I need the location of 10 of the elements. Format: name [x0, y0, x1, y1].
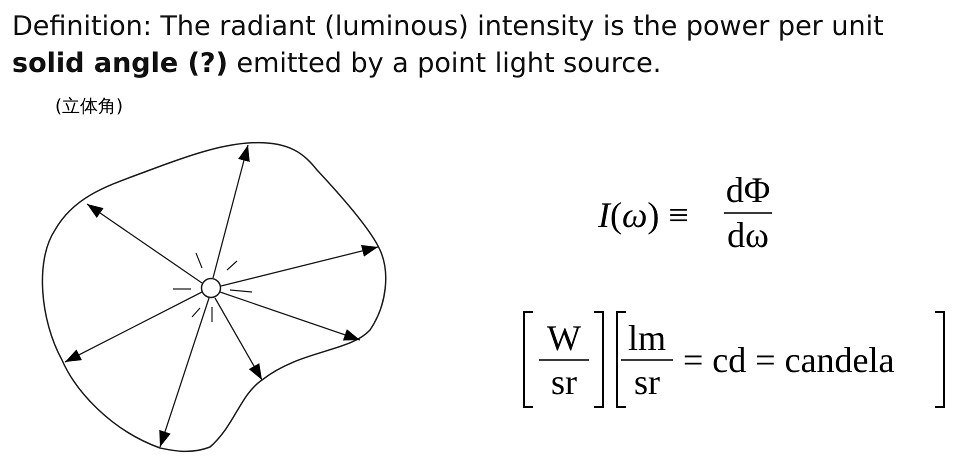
- annotation-text: (立体角): [55, 95, 124, 119]
- formula-denominator: sr: [633, 362, 661, 402]
- formula-denominator: dω: [726, 215, 770, 255]
- formula-numerator: lm: [626, 318, 667, 358]
- formula-numerator: W: [546, 318, 582, 358]
- formula-text: I(ω) ≡: [598, 195, 689, 235]
- formula-denominator: sr: [550, 362, 578, 402]
- formula-text: = cd = candela: [683, 340, 894, 380]
- definition-text: Definition: The radiant (luminous) intensity is the power per unit solid angle (?) emitted by a point light source.: [12, 10, 885, 81]
- formula-numerator: dΦ: [724, 170, 772, 210]
